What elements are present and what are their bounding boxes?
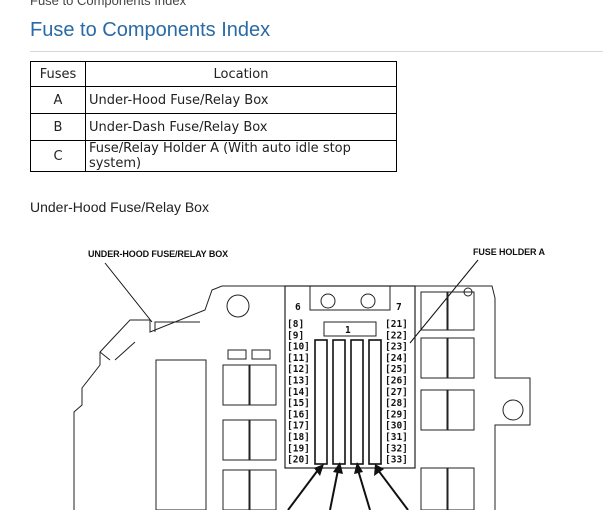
location-cell: Under-Hood Fuse/Relay Box <box>85 86 397 114</box>
left-fuse-label: [19] <box>287 443 310 454</box>
right-fuse-label: [23] <box>385 342 408 353</box>
left-fuse-label: [9] <box>287 330 304 341</box>
relay-block <box>249 469 277 510</box>
fuse-cell: C <box>30 140 86 172</box>
left-fuse-label: [14] <box>287 387 310 398</box>
right-fuse-label: [25] <box>385 364 408 375</box>
left-fuse-label: [10] <box>287 342 310 353</box>
relay-block <box>447 467 475 510</box>
relay-block <box>420 337 448 379</box>
fuse-strip <box>350 339 364 465</box>
left-fuse-label: [15] <box>287 398 310 409</box>
relay-block <box>420 389 448 431</box>
right-fuse-label: [22] <box>385 330 408 341</box>
relay-block <box>222 469 250 510</box>
right-fuse-label: [31] <box>385 432 408 443</box>
right-fuse-label: [27] <box>385 387 408 398</box>
relay-block <box>420 467 448 510</box>
mount-hole-icon <box>502 399 524 421</box>
location-cell: Fuse/Relay Holder A (With auto idle stop… <box>85 140 397 172</box>
fuse-box-diagram: 6 7 1 [8][9][10][11][12][13][14][15][16]… <box>73 259 531 510</box>
fuse-cell: A <box>30 86 86 114</box>
title-divider <box>30 51 603 52</box>
fuse-strip <box>368 339 382 465</box>
fuse-index-table: Fuses Location A Under-Hood Fuse/Relay B… <box>30 61 397 172</box>
table-row: B Under-Dash Fuse/Relay Box <box>30 113 397 141</box>
left-fuse-label: [18] <box>287 432 310 443</box>
left-fuse-label: [16] <box>287 409 310 420</box>
right-fuse-label: [24] <box>385 353 408 364</box>
left-fuse-label: [20] <box>287 455 310 466</box>
left-fuse-label: [17] <box>287 421 310 432</box>
fuse-label-7: 7 <box>396 302 402 313</box>
relay-block <box>447 389 475 431</box>
left-fuse-label: [11] <box>287 353 310 364</box>
left-fuse-label: [8] <box>287 319 304 330</box>
fuse-label-6: 6 <box>295 302 301 313</box>
leader-line-holder <box>409 259 479 344</box>
right-fuse-label: [30] <box>385 421 408 432</box>
fuse-panel <box>284 285 416 469</box>
leader-line-box <box>104 262 153 323</box>
left-fuse-column: [8][9][10][11][12][13][14][15][16][17][1… <box>287 319 310 466</box>
page-title: Fuse to Components Index <box>30 19 271 41</box>
right-fuse-label: [33] <box>385 455 408 466</box>
right-fuse-column: [21][22][23][24][25][26][27][28][29][30]… <box>385 319 408 466</box>
table-row: C Fuse/Relay Holder A (With auto idle st… <box>30 140 397 172</box>
relay-block <box>222 419 250 461</box>
relay-block <box>249 364 277 406</box>
mount-hole-icon <box>226 294 250 318</box>
fuse-strip <box>332 339 346 465</box>
table-header-row: Fuses Location <box>30 61 397 87</box>
location-cell: Under-Dash Fuse/Relay Box <box>85 113 397 141</box>
component-block <box>155 359 207 510</box>
right-fuse-label: [29] <box>385 409 408 420</box>
right-fuse-label: [32] <box>385 443 408 454</box>
table-row: A Under-Hood Fuse/Relay Box <box>30 86 397 114</box>
fuse-strip <box>314 339 328 465</box>
relay-block <box>447 337 475 379</box>
fuse-cell: B <box>30 113 86 141</box>
right-fuse-label: [21] <box>385 319 408 330</box>
section-heading: Under-Hood Fuse/Relay Box <box>30 199 209 215</box>
right-fuse-label: [26] <box>385 376 408 387</box>
column-header-fuses: Fuses <box>30 61 86 87</box>
callout-fuse-relay-box: UNDER-HOOD FUSE/RELAY BOX <box>88 249 229 259</box>
box-outline <box>73 285 531 510</box>
left-fuse-label: [13] <box>287 376 310 387</box>
relay-block <box>222 364 250 406</box>
fuse-label-1: 1 <box>345 325 351 336</box>
left-fuse-label: [12] <box>287 364 310 375</box>
column-header-location: Location <box>85 61 397 87</box>
main-fuse-slot <box>323 321 377 337</box>
right-fuse-label: [28] <box>385 398 408 409</box>
relay-block <box>249 419 277 461</box>
relay-block <box>420 291 448 331</box>
relay-block <box>447 291 475 331</box>
callout-fuse-holder-a: FUSE HOLDER A <box>473 247 545 257</box>
breadcrumb[interactable]: Fuse to Components Index <box>30 0 187 8</box>
